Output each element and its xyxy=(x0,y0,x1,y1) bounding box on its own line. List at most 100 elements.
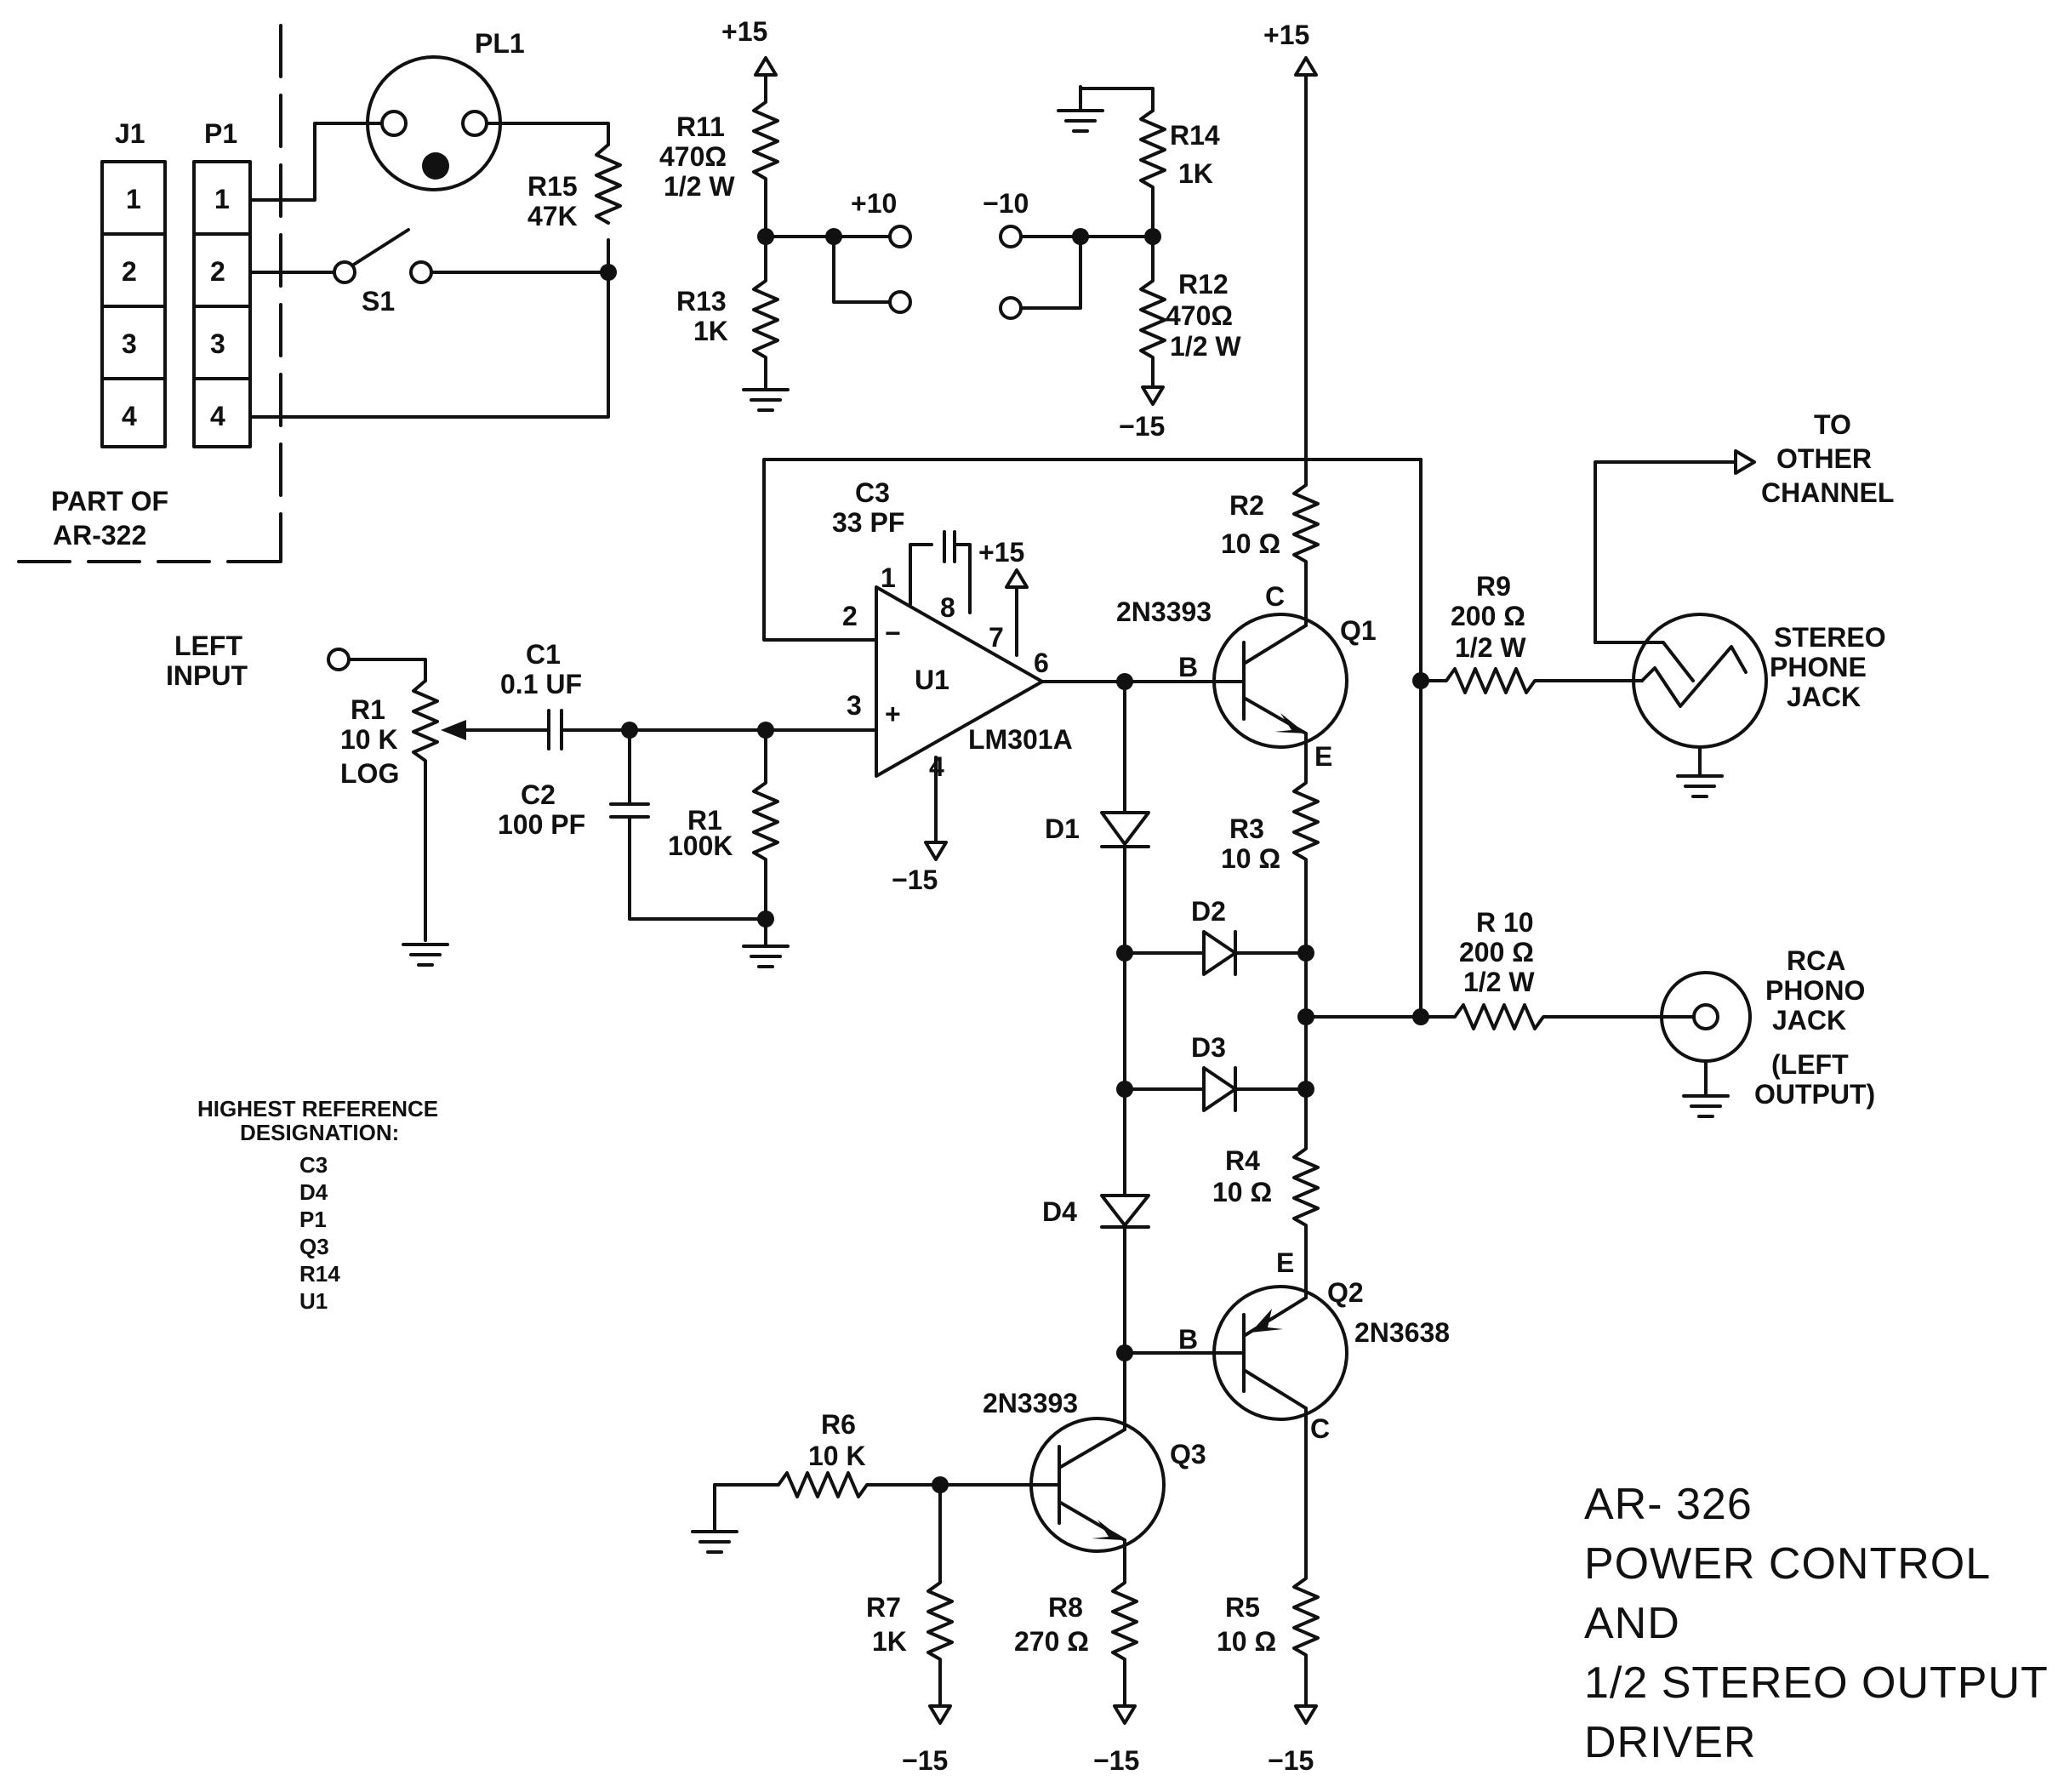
j1-label: J1 xyxy=(115,118,145,149)
q1-collector: C xyxy=(1265,581,1285,612)
r1-fixed-value: 100K xyxy=(668,830,733,861)
c1-label: C1 xyxy=(526,639,561,670)
r9-value: 200 Ω xyxy=(1451,601,1525,631)
u1-pin-4: 4 xyxy=(929,751,944,782)
p1-label: P1 xyxy=(204,118,237,149)
title-line-1: AR- 326 xyxy=(1584,1480,1753,1529)
r15-label: R15 xyxy=(527,171,578,202)
r12-label: R12 xyxy=(1178,269,1229,300)
j1-pin-2: 2 xyxy=(122,256,137,287)
q3-part: 2N3393 xyxy=(983,1388,1078,1418)
rail-plus15-u1: +15 xyxy=(978,537,1024,568)
p1-pin-1: 1 xyxy=(214,184,230,214)
p1-pin-3: 3 xyxy=(210,328,225,359)
c2-value: 100 PF xyxy=(498,809,585,840)
s1-label: S1 xyxy=(362,286,395,317)
r2-label: R2 xyxy=(1229,490,1264,521)
u1-pin-8: 8 xyxy=(940,592,955,623)
r5-value: 10 Ω xyxy=(1217,1626,1276,1657)
c1-value: 0.1 UF xyxy=(500,669,582,699)
part-of-line1: PART OF xyxy=(51,486,168,516)
rail-plus15-right: +15 xyxy=(1263,20,1309,50)
u1-pin-2: 2 xyxy=(842,601,858,631)
stereo-jack-line1: STEREO xyxy=(1774,622,1886,653)
d4-label: D4 xyxy=(1042,1196,1077,1227)
q1-label: Q1 xyxy=(1340,615,1377,646)
q2-part: 2N3638 xyxy=(1354,1317,1450,1348)
stereo-jack-line3: JACK xyxy=(1787,682,1861,712)
q2-base: B xyxy=(1178,1324,1198,1355)
r12-value: 470Ω xyxy=(1166,300,1233,331)
title-line-5: DRIVER xyxy=(1584,1718,1756,1767)
r3-label: R3 xyxy=(1229,813,1264,844)
title-line-2: POWER CONTROL xyxy=(1584,1539,1991,1589)
q1-part: 2N3393 xyxy=(1116,596,1212,627)
j1-pin-3: 3 xyxy=(122,328,137,359)
u1-pin-3: 3 xyxy=(847,690,862,721)
q2-collector: C xyxy=(1310,1413,1330,1444)
r1-pot-taper: LOG xyxy=(340,758,399,789)
reference-item-r14: R14 xyxy=(299,1261,340,1287)
r6-value: 10 K xyxy=(808,1441,866,1471)
d2-label: D2 xyxy=(1191,896,1226,927)
reference-heading-1: HIGHEST REFERENCE xyxy=(197,1096,438,1121)
u1-minus: − xyxy=(885,618,901,648)
rca-jack-line5: OUTPUT) xyxy=(1754,1079,1875,1110)
q1-emitter: E xyxy=(1314,741,1332,772)
reference-item-d4: D4 xyxy=(299,1179,328,1205)
reference-heading-2: DESIGNATION: xyxy=(240,1120,399,1145)
r8-label: R8 xyxy=(1048,1592,1083,1623)
r12-rating: 1/2 W xyxy=(1170,331,1241,362)
r7-label: R7 xyxy=(866,1592,901,1623)
reference-item-c3: C3 xyxy=(299,1152,328,1178)
r11-rating: 1/2 W xyxy=(664,171,735,202)
r2-value: 10 Ω xyxy=(1221,528,1280,559)
q2-label: Q2 xyxy=(1327,1277,1364,1308)
r1-fixed-label: R1 xyxy=(687,805,722,836)
u1-plus: + xyxy=(885,699,901,729)
title-line-3: AND xyxy=(1584,1599,1680,1648)
rail-minus15-r5: −15 xyxy=(1268,1745,1314,1776)
part-of-line2: AR-322 xyxy=(53,520,146,551)
reference-item-q3: Q3 xyxy=(299,1234,329,1259)
r5-label: R5 xyxy=(1225,1592,1260,1623)
r11-value: 470Ω xyxy=(659,141,727,172)
reference-item-u1: U1 xyxy=(299,1288,328,1314)
title-line-4: 1/2 STEREO OUTPUT xyxy=(1584,1658,2049,1708)
u1-label: U1 xyxy=(915,665,949,695)
u1-pin-1: 1 xyxy=(881,562,896,593)
r7-value: 1K xyxy=(872,1626,907,1657)
transistor-q2 xyxy=(1212,1285,1348,1421)
reference-item-p1: P1 xyxy=(299,1207,327,1232)
pl1-label: PL1 xyxy=(475,28,525,59)
r15-value: 47K xyxy=(527,201,578,231)
rail-minus15-r8: −15 xyxy=(1093,1745,1139,1776)
u1-pin-6: 6 xyxy=(1034,648,1049,678)
r6-label: R6 xyxy=(821,1409,856,1440)
q3-label: Q3 xyxy=(1170,1439,1206,1470)
rca-jack-line2: PHONO xyxy=(1765,975,1865,1006)
r14-label: R14 xyxy=(1170,120,1220,151)
r13-value: 1K xyxy=(693,316,728,346)
r4-label: R4 xyxy=(1225,1145,1260,1176)
r8-value: 270 Ω xyxy=(1014,1626,1089,1657)
to-other-line1: TO xyxy=(1814,409,1851,440)
d1-label: D1 xyxy=(1045,813,1080,844)
c2-label: C2 xyxy=(521,779,556,810)
rail-minus15-u1: −15 xyxy=(892,865,938,895)
j1-pin-1: 1 xyxy=(126,184,141,214)
r13-label: R13 xyxy=(676,286,727,317)
r9-rating: 1/2 W xyxy=(1455,632,1526,663)
j1-pin-4: 4 xyxy=(122,401,137,431)
rail-minus15-r7: −15 xyxy=(902,1745,948,1776)
r9-label: R9 xyxy=(1476,571,1511,602)
rail-minus10: −10 xyxy=(983,188,1029,219)
r14-value: 1K xyxy=(1178,158,1213,189)
stereo-jack-line2: PHONE xyxy=(1770,652,1867,682)
q2-emitter: E xyxy=(1276,1247,1294,1278)
c3-value: 33 PF xyxy=(832,507,904,538)
u1-part: LM301A xyxy=(968,724,1073,755)
r10-label: R 10 xyxy=(1476,907,1534,938)
r4-value: 10 Ω xyxy=(1212,1177,1272,1207)
